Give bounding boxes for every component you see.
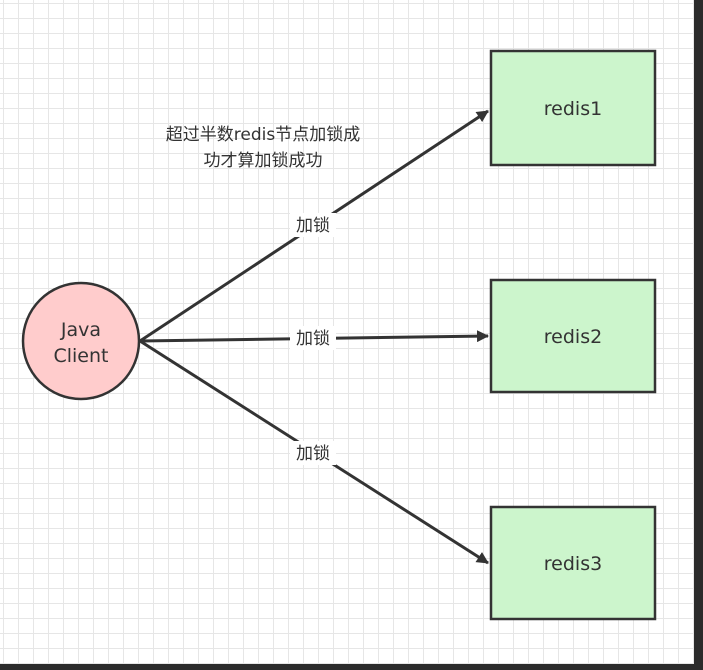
redis2-label: redis2 <box>544 326 602 348</box>
redis3-node[interactable] <box>489 505 657 621</box>
edge-label-bg-3 <box>290 441 336 465</box>
redis2-node[interactable] <box>489 278 657 394</box>
redis1-node[interactable] <box>489 49 657 167</box>
java-client-node[interactable] <box>21 281 141 401</box>
edge-label-bg-1 <box>290 213 336 237</box>
java-client-label-line1: Java <box>60 319 101 341</box>
edge-label-redis1: 加锁 <box>296 216 330 236</box>
diagram-canvas: 加锁 加锁 加锁 Java Client redis1 redis2 redis… <box>0 0 694 664</box>
redis3-label: redis3 <box>544 553 602 575</box>
quorum-note-line2: 功才算加锁成功 <box>204 151 323 171</box>
quorum-note-line1: 超过半数redis节点加锁成 <box>166 125 360 145</box>
java-client-label-line2: Client <box>53 345 108 367</box>
redis1-label: redis1 <box>544 98 602 120</box>
edge-label-bg-2 <box>290 326 336 350</box>
edge-label-redis3: 加锁 <box>296 444 330 464</box>
diagram-svg: 加锁 加锁 加锁 Java Client redis1 redis2 redis… <box>21 49 657 621</box>
edge-label-redis2: 加锁 <box>296 329 330 349</box>
